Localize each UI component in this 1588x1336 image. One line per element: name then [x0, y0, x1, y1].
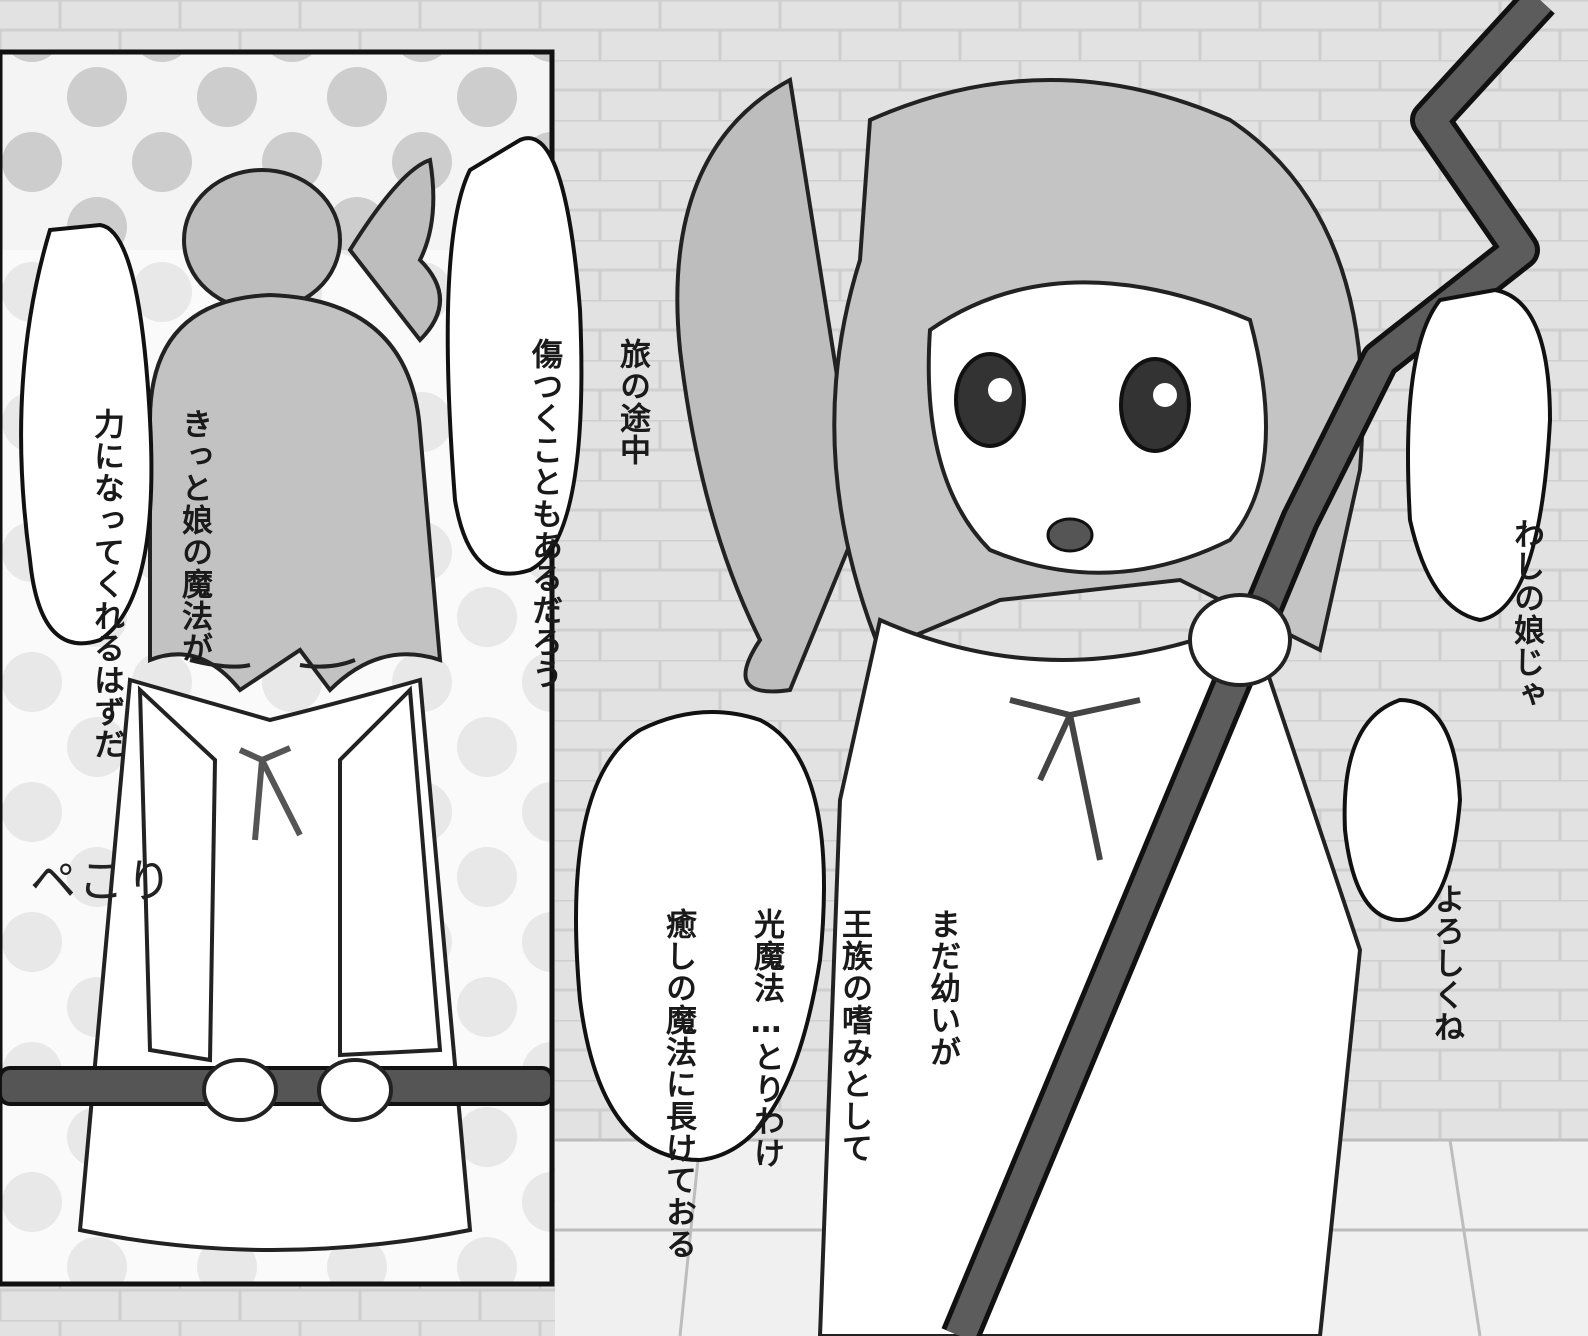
- bubble-right-mid-line-1: よろしくね: [1428, 883, 1464, 1043]
- standing-girl: [675, 0, 1555, 1336]
- bubble-center-line-3: 光魔法…とりわけ: [748, 908, 784, 1169]
- bubble-left-outer-line-1: きっと娘の魔法が: [176, 408, 212, 664]
- bubble-center-line-4: 癒しの魔法に長けておる: [660, 908, 696, 1260]
- mouth: [1046, 517, 1094, 553]
- bubble-right-mid-text: よろしくね: [1380, 735, 1512, 1043]
- bubble-left-inner-text: 旅の途中 傷つくこともあるだろう: [478, 190, 698, 690]
- bubble-center: [574, 710, 826, 1163]
- standing-girl-face: [926, 280, 1268, 575]
- bubble-right-top-line-1: わしの娘じゃ: [1508, 518, 1544, 710]
- bubble-right-top: [1406, 287, 1553, 623]
- bubble-center-text: まだ幼いが 王族の嗜みとして 光魔法…とりわけ 癒しの魔法に長けておる: [612, 760, 1008, 1260]
- left-eye: [954, 352, 1026, 448]
- bubble-center-line-2: 王族の嗜みとして: [836, 908, 872, 1164]
- bubble-left-inner-line-2: 傷つくこともあるだろう: [526, 338, 562, 690]
- right-eye: [1119, 357, 1191, 453]
- sfx-bow: ペこり: [30, 854, 174, 908]
- bowing-girl-hair: [148, 292, 443, 694]
- bubble-right-top-text: わしの娘じゃ: [1460, 370, 1588, 710]
- bubble-left-outer-text: きっと娘の魔法が 力になってくれるはずだ: [40, 260, 260, 760]
- bubble-left-inner-line-1: 旅の途中: [614, 338, 650, 466]
- bubble-center-line-1: まだ幼いが: [924, 908, 960, 1068]
- bubble-left-outer-line-2: 力になってくれるはずだ: [88, 408, 124, 760]
- bubble-left-outer: [19, 222, 154, 646]
- bubble-right-mid: [1342, 697, 1463, 923]
- bubble-left-inner: [445, 136, 584, 576]
